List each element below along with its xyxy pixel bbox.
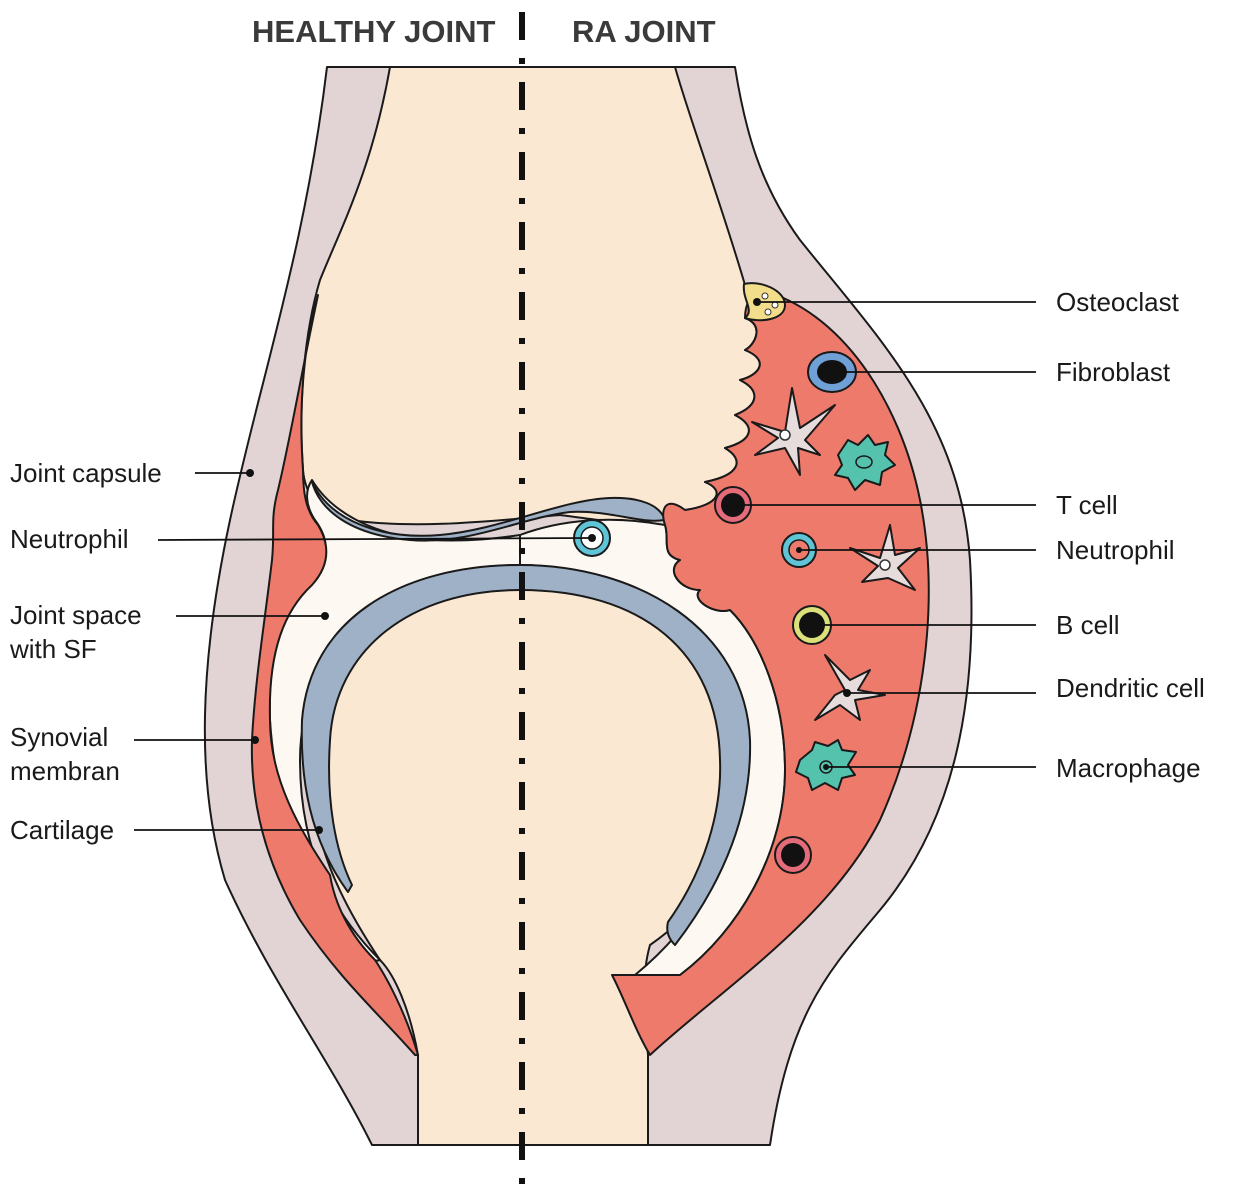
label-osteoclast: Osteoclast bbox=[1056, 287, 1180, 317]
label-joint-space-line1: Joint space bbox=[10, 600, 142, 630]
label-neutrophil-left: Neutrophil bbox=[10, 524, 129, 554]
label-macrophage: Macrophage bbox=[1056, 753, 1201, 783]
label-dendritic-cell: Dendritic cell bbox=[1056, 673, 1205, 703]
label-synovial-line2: membran bbox=[10, 756, 120, 786]
label-fibroblast: Fibroblast bbox=[1056, 357, 1171, 387]
label-synovial-line1: Synovial bbox=[10, 722, 108, 752]
t-cell-lower bbox=[775, 837, 811, 873]
label-joint-space-line2: with SF bbox=[9, 634, 97, 664]
header-healthy-joint: HEALTHY JOINT bbox=[252, 14, 495, 49]
label-neutrophil-right: Neutrophil bbox=[1056, 535, 1175, 565]
label-cartilage: Cartilage bbox=[10, 815, 114, 845]
label-b-cell: B cell bbox=[1056, 610, 1120, 640]
label-joint-capsule: Joint capsule bbox=[10, 458, 162, 488]
header-ra-joint: RA JOINT bbox=[572, 14, 716, 49]
label-t-cell: T cell bbox=[1056, 490, 1118, 520]
